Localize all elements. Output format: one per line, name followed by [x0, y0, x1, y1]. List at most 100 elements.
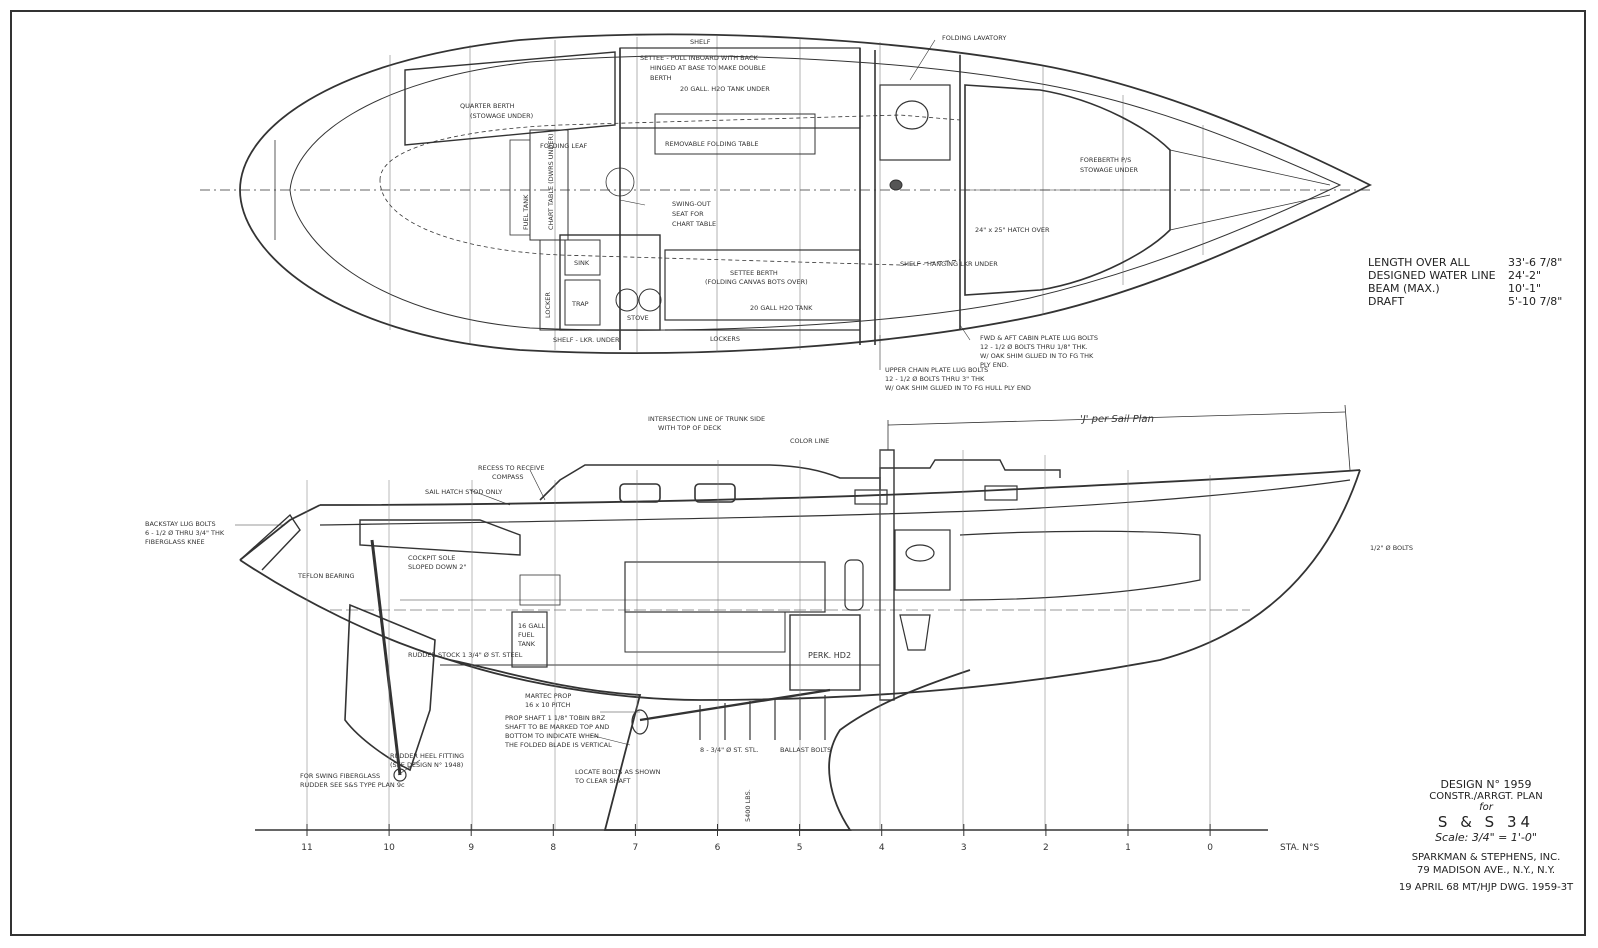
- label-fwd-aft-4: PLY END.: [980, 361, 1009, 369]
- cockpit: [359, 519, 521, 556]
- label-fwd-aft-3: W/ OAK SHIM GLUED IN TO FG THK: [980, 352, 1094, 360]
- plan-leaders: [619, 39, 971, 370]
- drawing-border: [10, 10, 1586, 936]
- title-boat-name: S & S 34: [1437, 813, 1535, 831]
- quarter-berth: [404, 51, 616, 146]
- settee-profile: [624, 561, 826, 613]
- title-for: for: [1479, 802, 1493, 813]
- station-label: 11: [301, 843, 312, 853]
- label-water-tank: 20 GALL. H2O TANK UNDER: [680, 85, 770, 93]
- label-rudder-heel-2: (SEE DESIGN N° 1948): [390, 761, 463, 769]
- station-label: 0: [1207, 843, 1213, 853]
- port-light-2: [694, 483, 736, 503]
- label-forepeak-2: STOWAGE UNDER: [1080, 166, 1139, 174]
- label-lockers: LOCKERS: [710, 335, 740, 343]
- label-shelf-hanging: SHELF - HANGING LKR UNDER: [900, 260, 998, 268]
- label-tank-20: 20 GALL H2O TANK: [750, 304, 813, 312]
- label-backstay-1: BACKSTAY LUG BOLTS: [145, 520, 216, 528]
- label-prop-shaft-3: BOTTOM TO INDICATE WHEN: [505, 732, 599, 740]
- label-hatch-fwd: 24" x 25" HATCH OVER: [975, 226, 1050, 234]
- label-settee-3: BERTH: [650, 74, 672, 82]
- profile-text: INTERSECTION LINE OF TRUNK SIDE WITH TOP…: [145, 414, 1413, 853]
- spec-label: DESIGNED WATER LINE: [1368, 269, 1496, 282]
- spec-value: 5'-10 7/8": [1508, 295, 1563, 308]
- label-folding-canvas: (FOLDING CANVAS BOTS OVER): [705, 278, 808, 286]
- spec-value: 33'-6 7/8": [1508, 256, 1563, 269]
- label-sail-hatch: SAIL HATCH STOD ONLY: [425, 488, 502, 496]
- station-label: 1: [1125, 843, 1131, 853]
- title-date-drawing: 19 APRIL 68 MT/HJP DWG. 1959-3T: [1398, 882, 1574, 893]
- label-color-line: COLOR LINE: [790, 437, 829, 445]
- spec-row: DESIGNED WATER LINE 24'-2": [1368, 269, 1562, 282]
- station-label: 3: [961, 843, 967, 853]
- label-prop-1: MARTEC PROP: [525, 692, 571, 700]
- label-recess-1: RECESS TO RECEIVE: [478, 464, 544, 472]
- label-j-per-sail-plan: 'J' per Sail Plan: [1080, 414, 1154, 425]
- label-locate-1: LOCATE BOLTS AS SHOWN: [575, 768, 661, 776]
- label-locate-2: TO CLEAR SHAFT: [574, 777, 631, 785]
- label-ballast-weight: 5400 LBS.: [744, 789, 752, 822]
- label-ballast-bolts: BALLAST BOLTS: [780, 746, 831, 754]
- plan-deck-line: [289, 55, 1342, 331]
- label-for-swing-2: RUDDER SEE S&S TYPE PLAN 9c: [300, 781, 405, 789]
- label-shelf: SHELF: [690, 38, 711, 46]
- label-prop-shaft-4: THE FOLDED BLADE IS VERTICAL: [504, 741, 612, 749]
- profile-leaders: [235, 469, 640, 776]
- station-label: 5: [797, 843, 803, 853]
- label-backstay-3: FIBERGLASS KNEE: [145, 538, 205, 546]
- title-address: 79 MADISON AVE., N.Y., N.Y.: [1417, 865, 1555, 876]
- spec-row: LENGTH OVER ALL 33'-6 7/8": [1368, 256, 1562, 269]
- title-firm: SPARKMAN & STEPHENS, INC.: [1411, 852, 1561, 863]
- label-fuel-tank: FUEL TANK: [522, 194, 530, 230]
- profile-view: [235, 404, 1361, 831]
- label-locker: LOCKER: [544, 292, 552, 318]
- spec-row: DRAFT 5'-10 7/8": [1368, 295, 1562, 308]
- label-prop-2: 16 x 10 PITCH: [525, 701, 571, 709]
- fuel-tank-profile: [511, 611, 548, 668]
- label-fuel-2: FUEL: [518, 631, 535, 639]
- head-profile: [894, 529, 951, 591]
- spec-value: 24'-2": [1508, 269, 1542, 282]
- j-dimension: [887, 411, 1346, 426]
- port-light-3: [854, 489, 888, 505]
- label-backstay-2: 6 - 1/2 Ø THRU 3/4" THK: [145, 529, 225, 537]
- label-prop-shaft-2: SHAFT TO BE MARKED TOP AND: [505, 723, 609, 731]
- sheer-line: [319, 469, 1361, 506]
- title-plan-type: CONSTR./ARRGT. PLAN: [1429, 791, 1543, 802]
- label-swing-out-2: SEAT FOR: [672, 210, 704, 218]
- keel: [449, 659, 971, 831]
- label-folding-leaf: FOLDING LEAF: [540, 142, 588, 150]
- settee-starboard: [664, 249, 861, 321]
- label-sink: SINK: [574, 259, 590, 267]
- label-chart-table: CHART TABLE (DWRS UNDER): [547, 133, 555, 230]
- label-quarter-berth: QUARTER BERTH: [460, 102, 515, 110]
- label-stowage-under: (STOWAGE UNDER): [470, 112, 533, 120]
- cabin-trunk: [539, 464, 881, 501]
- label-folding-lavatory: FOLDING LAVATORY: [942, 34, 1006, 42]
- label-stations: STA. N°S: [1280, 843, 1319, 853]
- title-block: DESIGN N° 1959 CONSTR./ARRGT. PLAN for S…: [1376, 778, 1596, 893]
- station-label: 4: [879, 843, 885, 853]
- mast: [879, 449, 895, 701]
- label-upper-3: W/ OAK SHIM GLUED IN TO FG HULL PLY END: [885, 384, 1031, 392]
- label-shelf-locker: SHELF - LKR. UNDER: [553, 336, 620, 344]
- label-swing-out-3: CHART TABLE: [672, 220, 716, 228]
- spec-label: LENGTH OVER ALL: [1368, 256, 1470, 269]
- label-keel-bolts: 8 - 3/4" Ø ST. STL.: [700, 746, 759, 754]
- hull-bottom: [239, 504, 701, 701]
- station-label: 6: [715, 843, 721, 853]
- station-label: 9: [468, 843, 474, 853]
- spec-label: DRAFT: [1368, 295, 1405, 308]
- plan-hull-outline: [239, 33, 1373, 354]
- label-fwd-aft-1: FWD & AFT CABIN PLATE LUG BOLTS: [980, 334, 1098, 342]
- prop-shaft: [639, 688, 831, 722]
- label-removable-table: REMOVABLE FOLDING TABLE: [665, 140, 758, 148]
- label-settee-berth: SETTEE BERTH: [730, 269, 778, 277]
- label-trap: TRAP: [571, 300, 589, 308]
- station-label: 8: [550, 843, 556, 853]
- spec-row: BEAM (MAX.)10'-1": [1368, 282, 1562, 295]
- rudder: [344, 603, 436, 772]
